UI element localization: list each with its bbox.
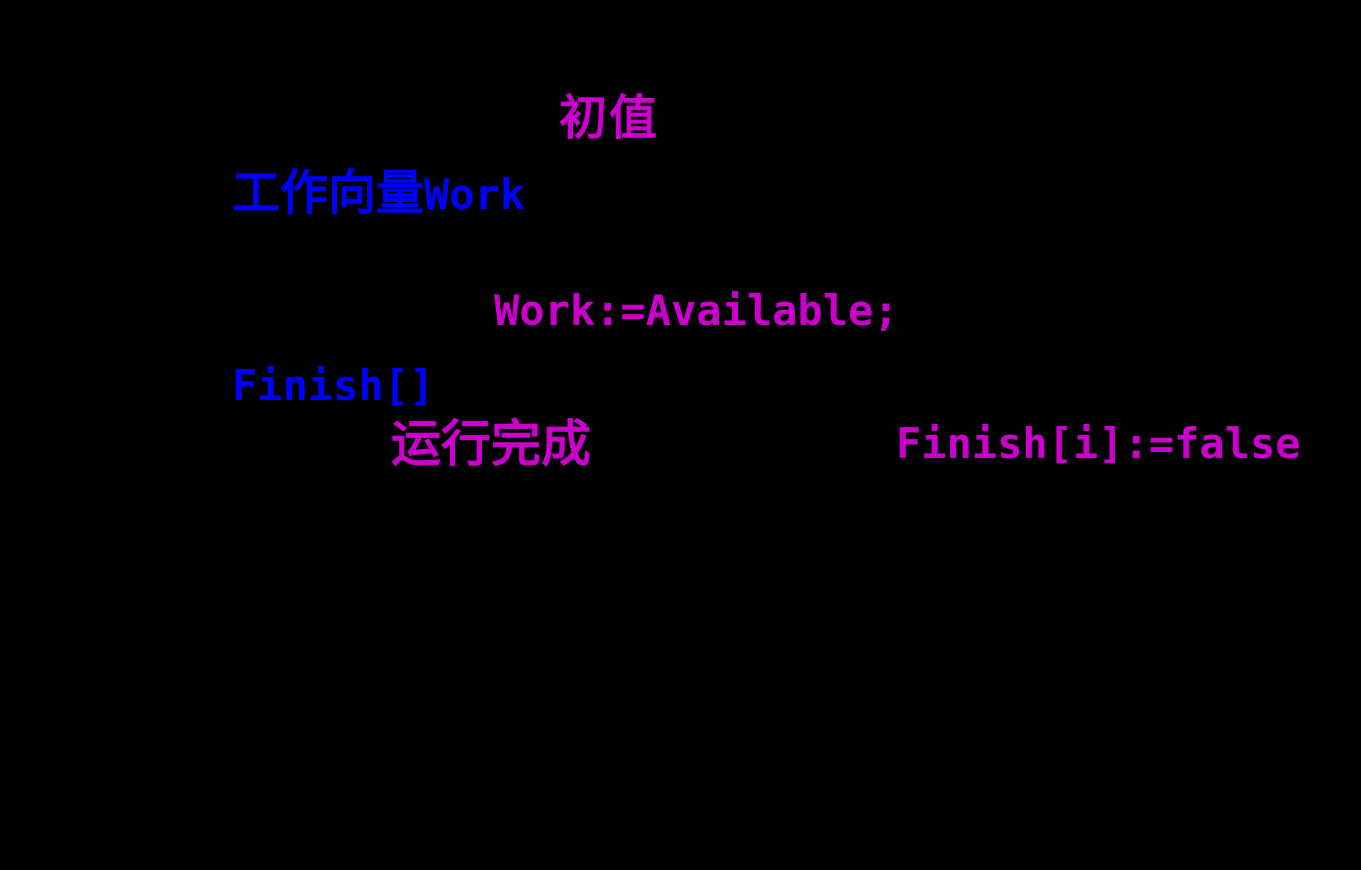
label-work-assignment: Work:=Available; bbox=[494, 286, 899, 335]
label-run-complete: 运行完成 bbox=[391, 415, 591, 473]
label-initial-value: 初值 bbox=[559, 90, 660, 146]
label-work-vector-latin: Work bbox=[424, 170, 526, 219]
label-work-vector: 工作向量Work bbox=[232, 169, 525, 218]
label-work-vector-chinese: 工作向量 bbox=[232, 165, 425, 221]
label-finish-array: Finish[] bbox=[232, 361, 435, 410]
label-finish-assignment: Finish[i]:=false bbox=[896, 419, 1301, 468]
